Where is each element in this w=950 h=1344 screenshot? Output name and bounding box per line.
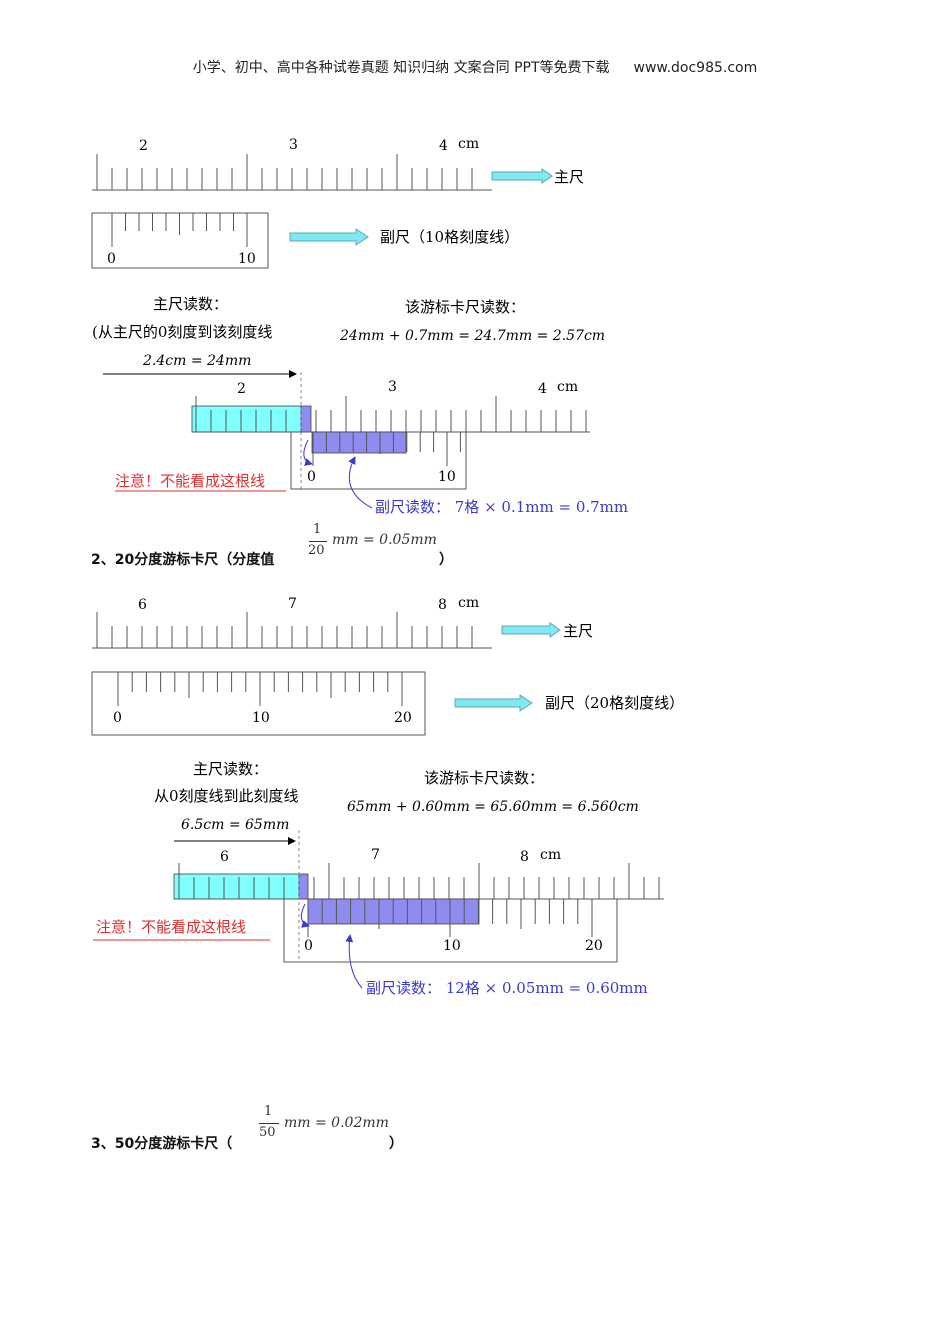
fig4-main-tick-label: 8 <box>520 849 529 865</box>
page-header: 小学、初中、高中各种试卷真题 知识归纳 文案合同 PPT等免费下载 www.doc… <box>0 57 950 77</box>
section-2-frac-den: 20 <box>308 543 325 558</box>
fig2-vernier: 0 10 <box>290 431 467 509</box>
fig3-vernier-tick-label: 20 <box>394 710 412 726</box>
fig1-vernier-label: 副尺（10格刻度线） <box>380 228 519 246</box>
fig2-vernier-reading: 副尺读数： 7格 × 0.1mm = 0.7mm <box>375 498 628 516</box>
fig3-vernier-label: 副尺（20格刻度线） <box>545 694 684 712</box>
fig1-main-scale: 2 3 4 cm <box>92 136 492 191</box>
fig1-vernier: 0 10 <box>91 212 269 269</box>
fig4-vernier-tick-label: 0 <box>304 938 313 954</box>
fig4-main-reading-value: 6.5cm = 65mm <box>181 817 289 833</box>
fig4-main-tick-label: 6 <box>220 849 229 865</box>
section-2-heading: 2、20分度游标卡尺（分度值 <box>91 549 274 569</box>
section-2-frac-rest: mm = 0.05mm <box>332 532 437 548</box>
section-3-frac-den: 50 <box>259 1125 276 1140</box>
section-3-label: 3、50分度游标卡尺（ <box>91 1136 233 1152</box>
fig4-vernier-tick-label: 10 <box>443 938 461 954</box>
fig2-warning-text: 注意！不能看成这根线 <box>115 472 265 490</box>
fig4-warning-text: 注意！不能看成这根线 <box>96 918 246 936</box>
section-2-close: ） <box>439 552 453 568</box>
section-3-close: ） <box>389 1136 403 1152</box>
fig2-vernier-tick-label: 0 <box>307 469 316 485</box>
fig3-vernier-tick-label: 0 <box>113 710 122 726</box>
fig3-main-scale: 6 7 8 cm <box>92 595 492 649</box>
section-2-fraction: 1 20 mm = 0.05mm <box>306 522 446 562</box>
fig2-total-formula: 24mm + 0.7mm = 24.7mm = 2.57cm <box>339 328 605 344</box>
fig2-total-title: 该游标卡尺读数： <box>405 298 525 316</box>
fig2-main-reading-title: 主尺读数： <box>153 295 228 313</box>
fig1-main-tick-label: 4 <box>439 138 448 154</box>
section-2-label: 2、20分度游标卡尺（分度值 <box>91 552 275 568</box>
fig4-vernier: 0 10 20 <box>283 898 618 989</box>
fig4-warning: 注意！不能看成这根线 <box>93 918 270 941</box>
fig1-vernier-tick-label: 0 <box>107 251 116 267</box>
fig1-vernier-tick-label: 10 <box>238 251 256 267</box>
fig1-main-arrow: 主尺 <box>491 168 584 186</box>
fig2-main-scale: 2 3 4 cm <box>191 372 590 490</box>
section-3-fraction: 1 50 mm = 0.02mm <box>256 1104 396 1144</box>
fig3-main-arrow: 主尺 <box>501 622 593 640</box>
fig1-main-tick-label: 2 <box>139 138 148 154</box>
section-2-frac-num: 1 <box>313 522 322 537</box>
fig2-main-tick-label: 4 <box>538 381 547 397</box>
fig4-vernier-reading: 副尺读数： 12格 × 0.05mm = 0.60mm <box>366 979 648 997</box>
fig2-main-tick-label: 3 <box>388 379 397 395</box>
fig4-main-reading-note: 从0刻度线到此刻度线 <box>154 787 299 805</box>
fig1-vernier-arrow: 副尺（10格刻度线） <box>289 228 519 246</box>
header-text: 小学、初中、高中各种试卷真题 知识归纳 文案合同 PPT等免费下载 <box>192 60 610 76</box>
fig3-main-tick-label: 8 <box>438 597 447 613</box>
fig3-main-tick-label: 7 <box>288 596 297 612</box>
fig1-main-tick-label: 3 <box>289 137 298 153</box>
fig4-total-title: 该游标卡尺读数： <box>424 769 544 787</box>
fig3-main-tick-label: 6 <box>138 597 147 613</box>
fig3-vernier-tick-label: 10 <box>252 710 270 726</box>
section-3-heading: 3、50分度游标卡尺（ <box>91 1133 232 1153</box>
fig4-unit-label: cm <box>540 847 561 863</box>
fig2-vernier-tick-label: 10 <box>438 469 456 485</box>
fig1-unit-label: cm <box>458 136 479 152</box>
fig1-main-label: 主尺 <box>554 168 584 186</box>
fig3-main-label: 主尺 <box>563 622 593 640</box>
fig2-main-reading-value: 2.4cm = 24mm <box>142 353 251 369</box>
fig4-main-tick-label: 7 <box>371 847 380 863</box>
fig4-total-formula: 65mm + 0.60mm = 65.60mm = 6.560cm <box>347 799 639 815</box>
section-3-frac-rest: mm = 0.02mm <box>284 1115 389 1131</box>
fig2-main-reading-note: (从主尺的0刻度到该刻度线 <box>92 323 272 341</box>
fig2-warning: 注意！不能看成这根线 <box>115 472 286 492</box>
fig2-unit-label: cm <box>557 379 578 395</box>
fig3-unit-label: cm <box>458 595 479 611</box>
fig3-vernier: 0 10 20 <box>91 671 426 736</box>
fig4-main-scale: 6 7 8 cm <box>173 830 664 960</box>
fig2-annotations: 主尺读数： (从主尺的0刻度到该刻度线 2.4cm = 24mm 该游标卡尺读数… <box>92 295 605 378</box>
fig4-vernier-tick-label: 20 <box>585 938 603 954</box>
header-site[interactable]: www.doc985.com <box>633 60 758 76</box>
fig4-annotations: 主尺读数： 从0刻度线到此刻度线 6.5cm = 65mm 该游标卡尺读数： 6… <box>154 760 639 845</box>
fig4-main-reading-title: 主尺读数： <box>193 760 268 778</box>
fig2-main-tick-label: 2 <box>237 381 246 397</box>
section-3-frac-num: 1 <box>264 1104 273 1119</box>
fig3-vernier-arrow: 副尺（20格刻度线） <box>454 694 684 712</box>
